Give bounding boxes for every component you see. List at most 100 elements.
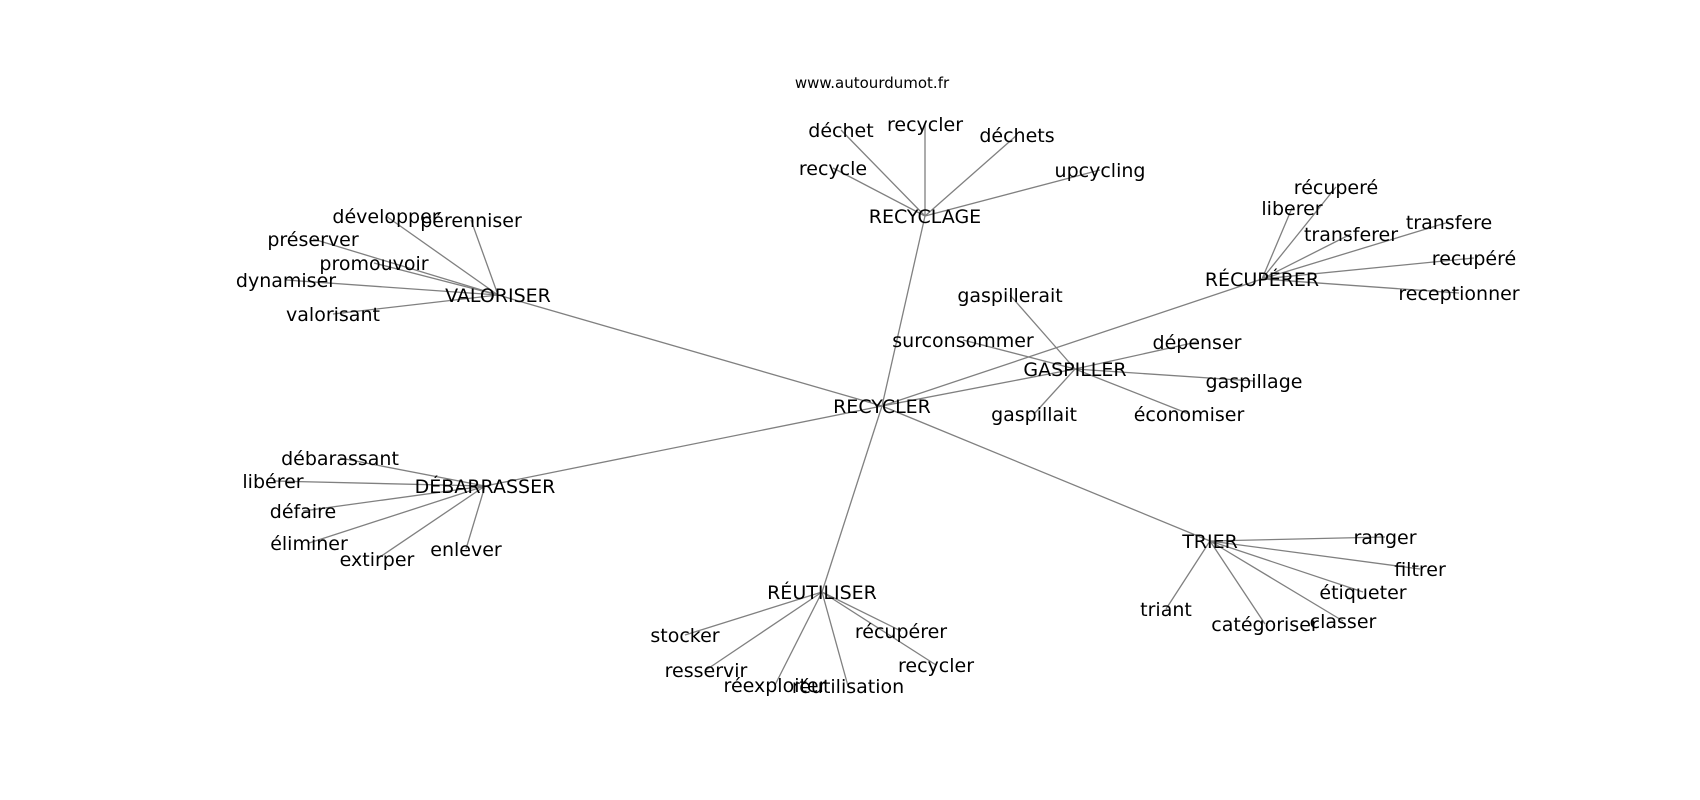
edge-gaspiller-gaspillait [1033, 368, 1076, 415]
edge-gaspiller-economiser [1074, 368, 1190, 415]
word-node-extirper[interactable]: extirper [340, 549, 415, 571]
edge-debarrasser-defaire [302, 485, 486, 512]
edge-trier-etiqueter [1209, 540, 1364, 593]
edge-valoriser-preserver [312, 238, 499, 296]
edge-valoriser-promouvoir [373, 262, 499, 296]
word-node-debarassant[interactable]: débarassant [281, 448, 399, 470]
edge-gaspiller-gaspillage [1074, 368, 1255, 382]
word-node-receptionner[interactable]: receptionner [1398, 283, 1519, 305]
word-node-eliminer[interactable]: éliminer [270, 533, 348, 555]
word-node-depenser[interactable]: dépenser [1153, 332, 1242, 354]
hub-node-valoriser[interactable]: VALORISER [445, 285, 551, 307]
edge-reutiliser-recycler [821, 591, 937, 666]
edge-center-recyclage [881, 215, 926, 407]
edge-reutiliser-reexploiter [774, 591, 823, 686]
edge-trier-categoriser [1209, 540, 1266, 625]
word-node-perenniser[interactable]: pérenniser [420, 210, 522, 232]
edge-center-debarrasser [484, 405, 883, 487]
word-node-ranger[interactable]: ranger [1353, 527, 1416, 549]
word-node-reexploiter[interactable]: réexploiter [724, 675, 827, 697]
edge-recuperer-recupere [1261, 257, 1475, 280]
edge-debarrasser-enlever [465, 485, 486, 550]
edge-valoriser-developper [385, 215, 499, 296]
word-node-transfere[interactable]: transfere [1406, 212, 1492, 234]
edge-reutiliser-stocker [684, 591, 823, 636]
edge-recyclage-dechets [924, 134, 1018, 217]
edge-recyclage-dechet [840, 129, 926, 217]
word-node-etiqueter[interactable]: étiqueter [1319, 582, 1406, 604]
word-node-recycle[interactable]: recycle [799, 158, 867, 180]
edge-recuperer-receptionner [1261, 278, 1460, 294]
edge-trier-triant [1165, 540, 1211, 610]
word-node-recuperer[interactable]: récupérer [855, 621, 947, 643]
word-node-reutilisation[interactable]: réutilisation [792, 676, 904, 698]
edge-reutiliser-resservir [705, 591, 823, 671]
edge-center-reutiliser [821, 405, 883, 593]
word-node-enlever[interactable]: enlever [430, 539, 502, 561]
word-node-surconsommer[interactable]: surconsommer [892, 330, 1034, 352]
edge-reutiliser-recuperer [821, 591, 902, 632]
hub-node-debarrasser[interactable]: DÉBARRASSER [415, 475, 556, 498]
edge-debarrasser-debarassant [339, 457, 486, 487]
center-node[interactable]: RECYCLER [833, 396, 931, 418]
word-node-liberer[interactable]: libérer [242, 471, 303, 493]
edge-trier-ranger [1209, 536, 1386, 542]
edge-debarrasser-extirper [376, 485, 486, 560]
edge-trier-classer [1209, 540, 1344, 622]
edge-center-trier [881, 405, 1211, 542]
word-node-recycler[interactable]: recycler [898, 655, 974, 677]
word-node-liberer[interactable]: liberer [1261, 198, 1322, 220]
edge-recyclage-upcycling [924, 169, 1101, 217]
word-node-gaspillait[interactable]: gaspillait [991, 404, 1077, 426]
word-node-economiser[interactable]: économiser [1134, 404, 1245, 426]
edge-valoriser-perenniser [470, 219, 499, 296]
word-node-preserver[interactable]: préserver [267, 229, 358, 251]
word-node-promouvoir[interactable]: promouvoir [319, 253, 428, 275]
word-node-developper[interactable]: développer [332, 206, 439, 228]
word-node-resservir[interactable]: resservir [665, 660, 748, 682]
edge-debarrasser-liberer [272, 480, 486, 487]
edge-center-gaspiller [881, 368, 1076, 407]
edge-recuperer-recupere [1261, 186, 1337, 280]
edge-recuperer-transfere [1261, 221, 1450, 280]
word-node-stocker[interactable]: stocker [650, 625, 719, 647]
word-node-recycler[interactable]: recycler [887, 114, 963, 136]
hub-node-reutiliser[interactable]: RÉUTILISER [767, 581, 877, 604]
labels: RECYCLER RECYCLAGE déchet recycler déchets re… [236, 114, 1520, 698]
edge-trier-filtrer [1209, 540, 1421, 570]
word-node-gaspillage[interactable]: gaspillage [1206, 371, 1303, 393]
word-node-transferer[interactable]: transferer [1304, 224, 1398, 246]
word-node-recupere[interactable]: recupéré [1432, 248, 1516, 270]
edge-recyclage-recycle [832, 167, 926, 217]
edge-debarrasser-eliminer [308, 485, 486, 544]
edge-gaspiller-depenser [1074, 341, 1198, 370]
word-node-classer[interactable]: classer [1310, 611, 1377, 633]
word-node-gaspillerait[interactable]: gaspillerait [957, 285, 1062, 307]
hub-node-recyclage[interactable]: RECYCLAGE [869, 206, 981, 228]
word-node-categoriser[interactable]: catégoriser [1211, 614, 1319, 636]
edge-center-valoriser [497, 294, 883, 407]
word-node-valorisant[interactable]: valorisant [286, 304, 380, 326]
source-url: www.autourdumot.fr [795, 74, 950, 92]
hub-node-trier[interactable]: TRIER [1181, 531, 1238, 553]
hub-node-recuperer[interactable]: RÉCUPÉRER [1205, 268, 1319, 291]
word-node-defaire[interactable]: défaire [270, 501, 336, 523]
word-node-triant[interactable]: triant [1140, 599, 1192, 621]
edge-recuperer-transferer [1261, 233, 1352, 280]
edge-gaspiller-surconsommer [962, 339, 1076, 370]
edge-valoriser-valorisant [332, 294, 499, 315]
word-node-dechet[interactable]: déchet [808, 120, 873, 142]
word-node-filtrer[interactable]: filtrer [1394, 559, 1446, 581]
edge-reutiliser-reutilisation [821, 591, 849, 687]
edge-recuperer-liberer [1261, 207, 1293, 280]
edge-valoriser-dynamiser [285, 279, 499, 296]
edges [272, 124, 1475, 687]
edge-center-recuperer [881, 278, 1263, 407]
word-node-upcycling[interactable]: upcycling [1055, 160, 1146, 182]
word-node-dynamiser[interactable]: dynamiser [236, 270, 336, 292]
word-node-dechets[interactable]: déchets [979, 125, 1054, 147]
word-node-recupere[interactable]: récuperé [1294, 177, 1378, 199]
hub-node-gaspiller[interactable]: GASPILLER [1023, 359, 1126, 381]
edge-gaspiller-gaspillerait [1009, 294, 1076, 370]
